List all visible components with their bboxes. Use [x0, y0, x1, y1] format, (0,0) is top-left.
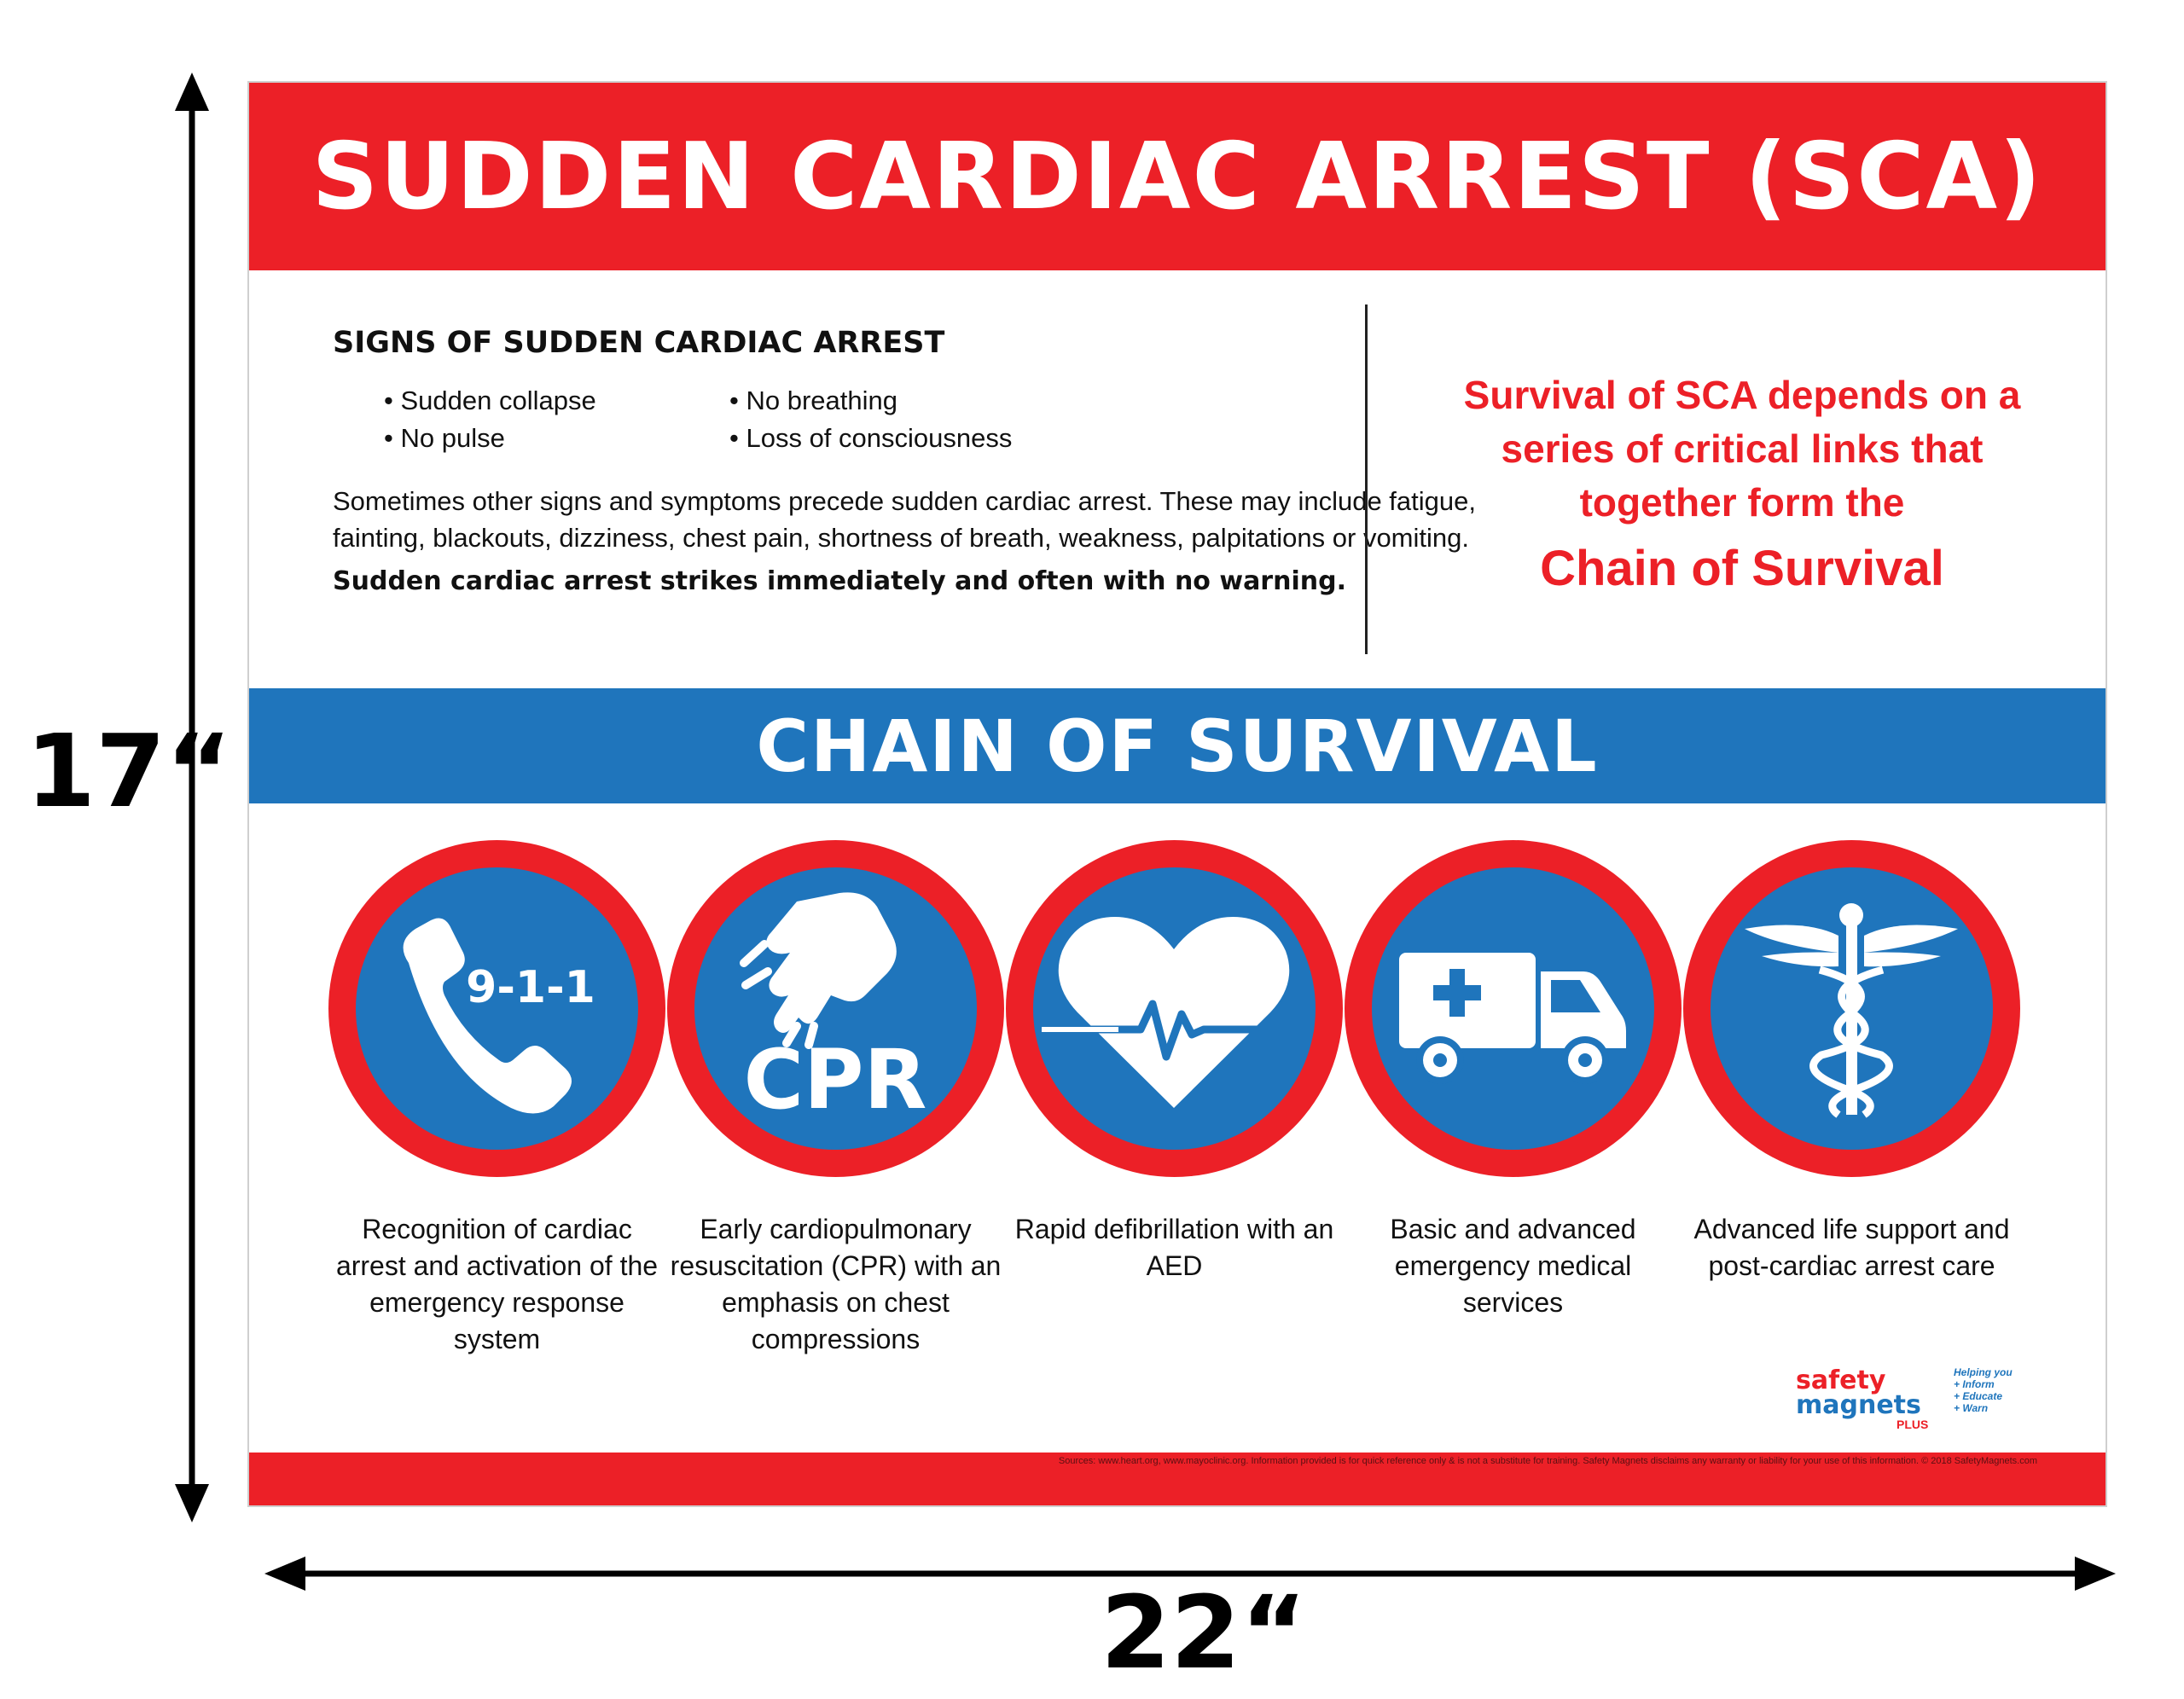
tagline-line: + Warn	[1954, 1402, 1989, 1414]
sign-item: Sudden collapse	[384, 386, 729, 416]
signs-warning: Sudden cardiac arrest strikes immediatel…	[333, 566, 1346, 596]
step-ring: CPR	[667, 840, 1004, 1177]
cpr-hands-icon: CPR	[694, 867, 977, 1150]
step-caption: Advanced life support and post-cardiac a…	[1693, 1214, 2010, 1281]
phone-911-icon: 9-1-1	[356, 867, 638, 1150]
tagline-line: + Inform	[1954, 1378, 1995, 1390]
step-ring	[1006, 840, 1343, 1177]
brand-tagline: Helping you + Inform + Educate + Warn	[1954, 1366, 2013, 1414]
vertical-divider	[1365, 304, 1368, 654]
footer-disclaimer: Sources: www.heart.org, www.mayoclinic.o…	[1058, 1456, 2037, 1466]
sign-item: No pulse	[384, 423, 729, 454]
sign-item: No breathing	[729, 386, 1088, 416]
step-caption: Basic and advanced emergency medical ser…	[1390, 1214, 1636, 1318]
chain-title: CHAIN OF SURVIVAL	[756, 704, 1599, 788]
chain-banner: CHAIN OF SURVIVAL	[249, 688, 2106, 803]
brand-name-top: safety	[1796, 1366, 1886, 1395]
height-dimension-arrow	[175, 72, 209, 1522]
width-dimension-arrow	[264, 1557, 2116, 1591]
signs-paragraph: Sometimes other signs and symptoms prece…	[333, 486, 1476, 553]
chain-step-defibrillation: Rapid defibrillation with an AED	[1006, 840, 1343, 1284]
sign-item: Loss of consciousness	[729, 423, 1088, 454]
chain-step-cpr: CPR Early cardiopulmonary resuscitation …	[667, 840, 1004, 1358]
title-banner: SUDDEN CARDIAC ARREST (SCA)	[249, 83, 2106, 270]
step-ring	[1345, 840, 1682, 1177]
chain-step-recognition: 9-1-1 Recognition of cardiac arrest and …	[328, 840, 665, 1358]
survival-note-emphasis: Chain of Survival	[1540, 541, 1944, 596]
tagline-line: Helping you	[1954, 1366, 2013, 1378]
width-label: 22“	[1101, 1574, 1307, 1691]
brand-name-bottom: magnets	[1796, 1390, 1921, 1420]
chain-step-advanced-care: Advanced life support and post-cardiac a…	[1683, 840, 2020, 1284]
safety-magnets-logo: safety magnets PLUS	[1796, 1368, 2018, 1436]
survival-note-line: Survival of SCA depends on a	[1463, 373, 2021, 417]
heart-ecg-icon	[1033, 867, 1316, 1150]
survival-note-line: together form the	[1579, 480, 1905, 525]
height-label: 17“	[26, 712, 232, 830]
step-ring	[1683, 840, 2020, 1177]
step-ring: 9-1-1	[328, 840, 665, 1177]
footer-bar: Sources: www.heart.org, www.mayoclinic.o…	[249, 1453, 2106, 1505]
survival-note: Survival of SCA depends on a series of c…	[1392, 368, 2092, 603]
tagline-line: + Educate	[1954, 1390, 2003, 1402]
signs-list: Sudden collapse No breathing No pulse Lo…	[384, 386, 1493, 454]
sca-poster: SUDDEN CARDIAC ARREST (SCA) SIGNS OF SUD…	[247, 81, 2107, 1507]
brand-plus: PLUS	[1896, 1418, 1929, 1431]
step-caption: Rapid defibrillation with an AED	[1014, 1214, 1334, 1281]
svg-text:CPR: CPR	[744, 1032, 927, 1128]
survival-note-line: series of critical links that	[1501, 426, 1984, 471]
step-caption: Early cardiopulmonary resuscitation (CPR…	[670, 1214, 1002, 1354]
signs-section: SIGNS OF SUDDEN CARDIAC ARREST Sudden co…	[333, 326, 1493, 596]
chain-step-ems: Basic and advanced emergency medical ser…	[1345, 840, 1682, 1321]
step-caption: Recognition of cardiac arrest and activa…	[335, 1214, 659, 1354]
caduceus-icon	[1711, 867, 1993, 1150]
poster-title: SUDDEN CARDIAC ARREST (SCA)	[311, 123, 2043, 230]
ambulance-icon	[1372, 867, 1654, 1150]
svg-text:9-1-1: 9-1-1	[466, 962, 595, 1013]
signs-heading: SIGNS OF SUDDEN CARDIAC ARREST	[333, 326, 945, 360]
